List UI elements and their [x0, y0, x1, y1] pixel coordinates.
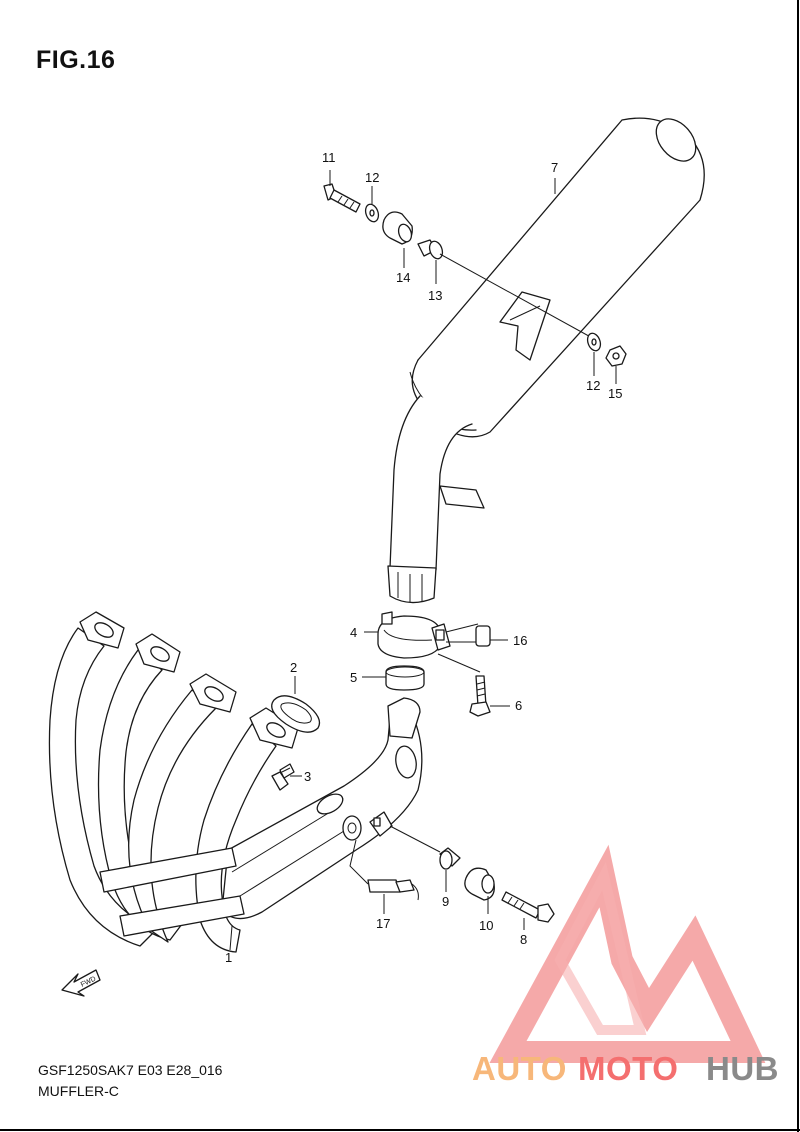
callout-5: 5 [350, 670, 357, 685]
automotohub-logo [489, 844, 766, 1063]
callout-12-top: 12 [365, 170, 379, 185]
clamp-hardware [377, 611, 491, 717]
callout-13: 13 [428, 288, 442, 303]
watermark-moto: MOTO [578, 1050, 678, 1087]
lower-hardware [349, 825, 555, 923]
muffler-assembly [387, 117, 705, 604]
figure-name: MUFFLER-C [38, 1083, 119, 1099]
callout-7: 7 [551, 160, 558, 175]
callout-1: 1 [225, 950, 232, 965]
callout-17: 17 [376, 916, 390, 931]
callout-leaders [229, 170, 617, 951]
callout-3: 3 [304, 769, 311, 784]
callout-6: 6 [515, 698, 522, 713]
callout-9: 9 [442, 894, 449, 909]
callout-15: 15 [608, 386, 622, 401]
fwd-arrow: FWD [61, 969, 101, 997]
callout-16: 16 [513, 633, 527, 648]
callout-8: 8 [520, 932, 527, 947]
watermark-hub: HUB [706, 1050, 779, 1087]
figure-code: GSF1250SAK7 E03 E28_016 [38, 1062, 223, 1078]
callout-4: 4 [350, 625, 357, 640]
callout-10: 10 [479, 918, 493, 933]
watermark-auto: AUTO [472, 1050, 567, 1087]
stud-bolt [271, 763, 295, 791]
callout-labels: 11 12 14 13 7 12 15 4 16 5 6 2 3 1 9 10 … [225, 150, 622, 965]
header-flanges [79, 611, 299, 749]
callout-14: 14 [396, 270, 410, 285]
callout-11: 11 [322, 150, 336, 165]
figure-title: FIG.16 [36, 46, 116, 74]
callout-2: 2 [290, 660, 297, 675]
watermark-text: AUTO MOTO HUB [472, 1050, 779, 1087]
gasket-ring [271, 695, 321, 733]
mount-hardware [323, 183, 627, 367]
callout-12-bottom: 12 [586, 378, 600, 393]
exhaust-header-pipe [48, 611, 423, 953]
